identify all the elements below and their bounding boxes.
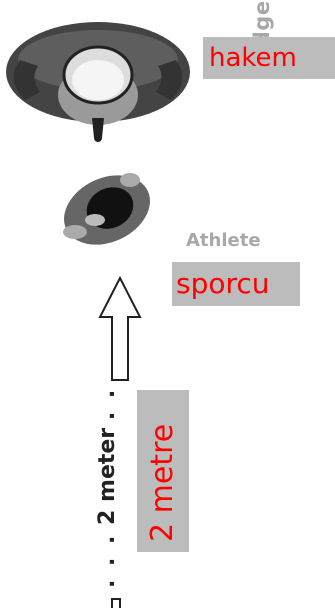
distance-dots-right: . .	[95, 387, 120, 420]
distance-text: 2 meter	[95, 428, 120, 525]
distance-dots-left: . . .	[95, 533, 120, 588]
athlete-hand-right	[120, 173, 140, 187]
athlete-label: Athlete	[186, 230, 261, 251]
bottom-marker-shape	[112, 599, 120, 608]
judge-figure	[0, 0, 200, 150]
judge-foot-shape	[94, 134, 102, 142]
distance-translation-label: 2 metre	[137, 390, 189, 552]
athlete-hand-left	[63, 225, 87, 239]
judge-translation-label: hakem	[203, 37, 335, 79]
athlete-shoulder-highlight	[85, 214, 105, 226]
athlete-translation-label: sporcu	[172, 262, 300, 306]
distance-label: . . . 2 meter . .	[92, 387, 124, 588]
arrow-outline	[100, 278, 140, 380]
judge-hair-shape	[72, 60, 124, 100]
athlete-figure	[55, 160, 165, 270]
